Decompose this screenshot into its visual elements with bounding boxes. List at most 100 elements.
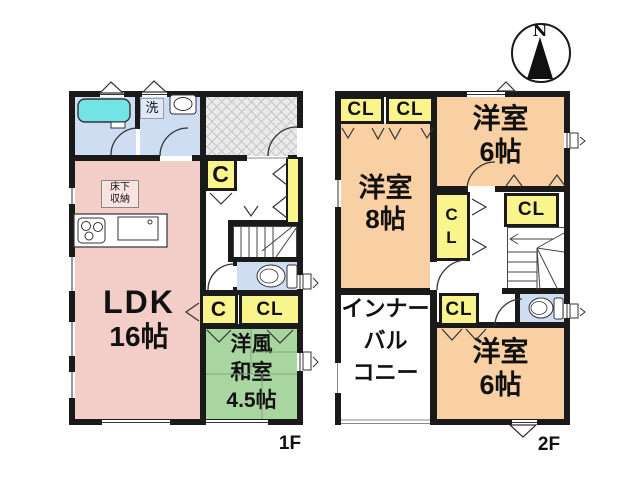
- closet-cl-2f-nw1: CL: [338, 96, 384, 124]
- front-door-opening: [297, 128, 303, 157]
- closet-label: CL: [347, 99, 375, 120]
- wall: [430, 419, 570, 425]
- wall: [200, 91, 206, 161]
- wall: [135, 96, 140, 129]
- wall: [228, 220, 303, 226]
- window: [69, 372, 75, 398]
- washitsu-line2: 和室: [230, 361, 273, 384]
- window: [564, 304, 570, 318]
- laundry-label: 洗: [140, 98, 164, 119]
- wall: [200, 324, 303, 329]
- window: [297, 275, 303, 289]
- closet-cl-2f-south: CL: [439, 293, 479, 326]
- compass-icon: N: [511, 21, 571, 83]
- wall: [228, 220, 233, 262]
- bathroom: [74, 96, 136, 156]
- ldk-size: 16帖: [109, 321, 169, 352]
- staircase-2f: [507, 227, 565, 291]
- bedroom6-north: [437, 97, 564, 186]
- wall: [233, 257, 303, 262]
- closet-label: C: [210, 297, 228, 321]
- wall: [69, 419, 303, 425]
- wall: [200, 290, 303, 295]
- balcony-line2: バル: [363, 328, 408, 353]
- wall: [69, 155, 160, 161]
- wall: [495, 186, 570, 192]
- closet-c-1f: C: [200, 293, 238, 326]
- entrance-genkan: [206, 96, 297, 156]
- window: [69, 322, 75, 356]
- door-arc: [207, 263, 235, 291]
- closet-cl-1f: CL: [239, 293, 301, 326]
- door-arc: [436, 259, 468, 291]
- floor2-label: 2F: [537, 434, 561, 455]
- floor1-label: 1F: [278, 433, 302, 454]
- closet-label: CL: [256, 298, 284, 320]
- underfloor-line2: 収納: [110, 194, 130, 205]
- window: [297, 353, 303, 371]
- window: [564, 133, 570, 148]
- window: [69, 188, 75, 204]
- wall: [192, 155, 206, 161]
- wall: [233, 287, 237, 291]
- closet-cl-2f-mid: C L: [434, 192, 470, 261]
- bedroom6s-size: 6帖: [479, 370, 522, 400]
- window: [512, 419, 537, 425]
- bedroom8-size: 8帖: [365, 204, 406, 234]
- bedroom6n-name: 洋室: [472, 103, 529, 134]
- bedroom6-south-label: 洋室 6帖: [437, 335, 564, 401]
- window: [100, 91, 124, 97]
- window: [206, 419, 268, 425]
- bedroom6-south: [437, 328, 564, 419]
- bedroom8: [341, 123, 430, 288]
- toilet-1f: [237, 262, 297, 291]
- closet-label: CL: [445, 298, 473, 320]
- laundry-text: 洗: [145, 100, 159, 115]
- window: [467, 91, 505, 97]
- wall: [233, 262, 237, 266]
- balcony-line3: コニー: [352, 360, 419, 385]
- washitsu-line1: 洋風: [230, 333, 273, 356]
- closet-label: CL: [396, 99, 424, 120]
- window: [102, 419, 170, 425]
- toilet-2f: [520, 294, 564, 322]
- bedroom6s-name: 洋室: [472, 336, 529, 367]
- window: [335, 180, 341, 207]
- wall: [69, 91, 303, 97]
- wall: [564, 91, 570, 425]
- ldk-name: LDK: [103, 284, 175, 320]
- wall: [430, 290, 437, 425]
- wall: [515, 294, 520, 322]
- staircase-1f: [233, 226, 297, 258]
- inner-balcony: [341, 295, 430, 419]
- wall: [437, 186, 468, 192]
- closet-cl-2f-hall: CL: [504, 193, 559, 227]
- ldk-label: LDK 16帖: [77, 284, 201, 353]
- washitsu-label: 洋風 和室 4.5帖: [206, 331, 297, 415]
- compass-north-label: N: [533, 21, 548, 40]
- closet-entry-1f: C: [205, 158, 237, 191]
- wall: [502, 288, 570, 294]
- closet-label: C: [212, 161, 230, 187]
- bedroom6-north-label: 洋室 6帖: [437, 102, 564, 168]
- closet-label: CL: [517, 199, 546, 220]
- shoe-closet-1f: [286, 157, 300, 224]
- bedroom6n-size: 6帖: [479, 137, 522, 167]
- window: [69, 257, 75, 291]
- wall: [341, 288, 430, 295]
- wall: [335, 91, 570, 97]
- closet-label: L: [446, 227, 458, 247]
- balcony-line1: インナー: [341, 296, 430, 321]
- wall: [335, 91, 341, 425]
- underfloor-storage-label: 床下 収納: [101, 180, 139, 208]
- ldk-room: [74, 161, 200, 419]
- wall: [430, 91, 437, 262]
- underfloor-line1: 床下: [110, 182, 130, 193]
- bedroom8-label: 洋室 8帖: [341, 172, 430, 235]
- balcony-opening: [335, 363, 341, 393]
- closet-cl-2f-nw2: CL: [386, 96, 434, 124]
- inner-balcony-label: インナー バル コニー: [341, 293, 430, 389]
- bedroom8-name: 洋室: [358, 173, 413, 203]
- washitsu-line3: 4.5帖: [226, 389, 277, 412]
